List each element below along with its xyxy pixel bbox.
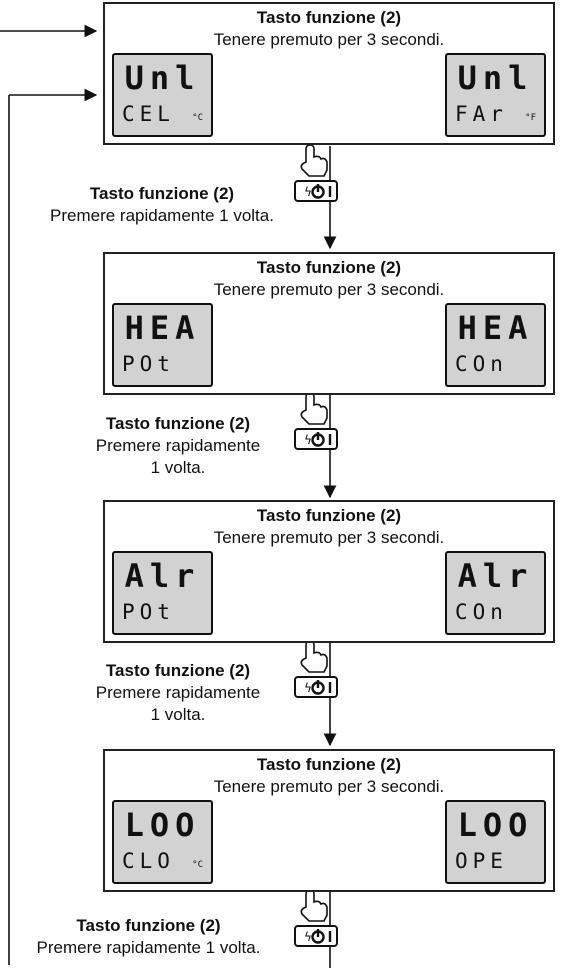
pointing-hand-icon [300,392,328,425]
press-note: Tasto funzione (2) Premere rapidamente 1… [32,183,292,227]
lcd-display-right: Alr COn [445,551,546,635]
lcd-display-right: HEA COn [445,303,546,387]
box-title: Tasto funzione (2) [256,8,402,27]
pointing-hand-icon [300,144,328,177]
lcd-top-text: HEA [457,309,534,347]
lcd-bottom-text: POt [122,352,175,376]
lcd-bottom-text: POt [122,600,175,624]
lcd-unit: °C [192,860,203,870]
lcd-display-left: HEA POt [112,303,213,387]
lcd-bottom-text: CLO [122,849,175,873]
box-instruction: Tenere premuto per 3 secondi. [213,280,445,299]
press-note: Tasto funzione (2) Premere rapidamente 1… [78,660,278,726]
press-note: Tasto funzione (2) Premere rapidamente 1… [78,413,278,479]
lcd-top-text: Unl [457,59,534,97]
step-box-heating: Tasto funzione (2) Tenere premuto per 3 … [103,252,555,395]
lcd-top-text: LOO [457,806,534,844]
press-note: Tasto funzione (2) Premere rapidamente 1… [16,915,281,959]
lcd-top-text: Alr [457,557,534,595]
lcd-display-left: Alr POt [112,551,213,635]
pointing-hand-icon [300,889,328,922]
power-function-key-icon [293,924,339,948]
lcd-bottom-text: FAr [455,102,508,126]
box-instruction: Tenere premuto per 3 secondi. [213,528,445,547]
note-line: 1 volta. [150,458,206,477]
lcd-unit: °C [192,113,203,123]
power-function-key-icon [293,675,339,699]
lcd-top-text: Alr [124,557,201,595]
power-function-key-icon [293,179,339,203]
note-line: 1 volta. [150,705,206,724]
lcd-bottom-text: CEL [122,102,175,126]
box-instruction: Tenere premuto per 3 secondi. [213,30,445,49]
box-title: Tasto funzione (2) [256,755,402,774]
lcd-display-right: Unl FAr °F [445,53,546,137]
lcd-unit: °F [525,113,536,123]
lcd-bottom-text: COn [455,600,508,624]
step-box-alarm: Tasto funzione (2) Tenere premuto per 3 … [103,500,555,643]
note-title: Tasto funzione (2) [89,184,235,203]
note-title: Tasto funzione (2) [105,661,251,680]
note-line: Premere rapidamente [95,436,261,455]
note-title: Tasto funzione (2) [76,916,221,935]
note-line: Premere rapidamente 1 volta. [50,206,274,225]
box-instruction: Tenere premuto per 3 secondi. [213,777,445,796]
lcd-top-text: HEA [124,309,201,347]
note-line: Premere rapidamente 1 volta. [36,938,261,957]
step-box-loop: Tasto funzione (2) Tenere premuto per 3 … [103,749,555,892]
note-title: Tasto funzione (2) [105,414,251,433]
lcd-bottom-text: OPE [455,849,508,873]
box-title: Tasto funzione (2) [256,258,402,277]
note-line: Premere rapidamente [95,683,261,702]
lcd-top-text: Unl [124,59,201,97]
lcd-bottom-text: COn [455,352,508,376]
lcd-display-right: LOO OPE [445,800,546,884]
pointing-hand-icon [300,640,328,673]
box-title: Tasto funzione (2) [256,506,402,525]
step-box-units: Tasto funzione (2) Tenere premuto per 3 … [103,2,555,145]
lcd-top-text: LOO [124,806,201,844]
lcd-display-left: LOO CLO °C [112,800,213,884]
power-function-key-icon [293,427,339,451]
lcd-display-left: Unl CEL °C [112,53,213,137]
